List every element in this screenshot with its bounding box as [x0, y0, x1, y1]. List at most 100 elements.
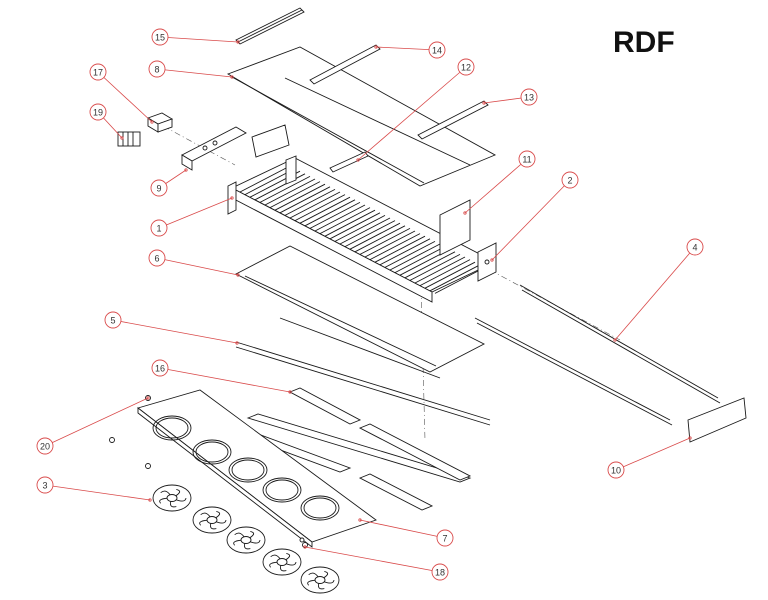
fan-opening-inner [231, 459, 265, 481]
diagram-title: RDF [613, 26, 675, 59]
coil-fin [429, 264, 481, 292]
part-16-brackets [246, 387, 472, 511]
coil-fin [369, 233, 421, 260]
leader-dot [288, 390, 292, 394]
coil-fin [344, 220, 396, 247]
callout-label: 9 [156, 184, 161, 194]
part-10-end-cover [687, 397, 747, 443]
leader-line [615, 437, 691, 471]
callout-label: 13 [524, 93, 534, 103]
callout-10: 10 [607, 436, 692, 479]
callout-15: 15 [151, 28, 240, 46]
coil-fin [329, 212, 381, 240]
coil-fin [314, 204, 366, 232]
callout-9: 9 [150, 168, 188, 197]
callout-balloon [89, 103, 107, 121]
leader-line [44, 397, 149, 447]
callout-balloon [89, 63, 107, 81]
fan-opening [192, 439, 232, 465]
coil-fin [424, 261, 476, 289]
coil-fin [324, 209, 376, 237]
callout-label: 20 [40, 442, 50, 452]
leader-dot [490, 258, 494, 262]
fan-unit [192, 506, 232, 534]
callout-balloon [151, 359, 169, 377]
leader-line [158, 197, 233, 229]
leader-dot [146, 396, 150, 400]
leader-dot [303, 545, 307, 549]
part-13-rail [417, 100, 489, 140]
fan-unit [262, 548, 302, 576]
fan-unit [226, 526, 266, 554]
callout-balloon [150, 179, 168, 197]
coil-fin [374, 235, 426, 263]
callout-label: 18 [435, 568, 445, 578]
fan-opening [152, 415, 192, 441]
leader-line [156, 68, 233, 78]
coil-fin [294, 194, 346, 221]
coil-fin [264, 178, 316, 206]
fan-unit [152, 484, 192, 512]
callout-label: 7 [442, 534, 447, 544]
callout-16: 16 [151, 359, 292, 394]
callout-8: 8 [148, 60, 234, 79]
leader-dot [184, 168, 188, 172]
leader-dot [120, 136, 124, 140]
fan-opening [262, 477, 302, 503]
coil-fin [309, 202, 361, 229]
callout-1: 1 [150, 196, 234, 237]
callout-11: 11 [463, 150, 536, 215]
leader-line [614, 246, 696, 341]
leader-line [304, 546, 441, 573]
coil-fin [279, 186, 331, 214]
leader-dot [613, 338, 617, 342]
coil-fin [289, 191, 341, 219]
part-3-fans [152, 484, 340, 594]
callout-6: 6 [148, 249, 240, 277]
part-4-rods [474, 284, 721, 426]
coil-fin [379, 238, 431, 266]
coil-fin [404, 251, 456, 279]
callout-7: 7 [358, 518, 454, 547]
fan-opening-inner [155, 417, 189, 439]
callout-20: 20 [36, 396, 150, 455]
coil-fin [354, 225, 406, 253]
leader-dot [374, 45, 378, 49]
callout-14: 14 [374, 41, 446, 59]
callout-13: 13 [482, 88, 538, 106]
coil-fin [299, 196, 351, 224]
part-17-box [146, 112, 174, 133]
part-5-rods [235, 317, 491, 426]
coil-fin [394, 246, 446, 273]
leader-line [44, 484, 151, 501]
leader-dot [356, 158, 360, 162]
callout-19: 19 [89, 103, 124, 140]
callout-balloon [518, 150, 536, 168]
callout-label: 16 [155, 364, 165, 374]
part-9-control-panel [181, 124, 290, 171]
coil-fin [364, 230, 416, 258]
coil-fin [339, 217, 391, 245]
leader-line [97, 71, 153, 123]
callout-label: 11 [522, 155, 531, 165]
coil-fin [269, 181, 321, 208]
leader-dot [235, 341, 239, 345]
callout-balloon [457, 58, 475, 76]
callout-balloon [150, 219, 168, 237]
coil-fin [389, 243, 441, 271]
part-15-rail [235, 7, 305, 45]
callout-12: 12 [356, 58, 475, 162]
callout-label: 17 [93, 68, 103, 78]
leader-line [357, 66, 467, 161]
part-2-end-plate [477, 242, 497, 282]
leader-dot [150, 120, 154, 124]
part-7-fan-plate [137, 389, 377, 548]
leader-line [464, 158, 528, 214]
callout-balloon [36, 437, 54, 455]
leader-dot [230, 196, 234, 200]
callout-balloon [104, 311, 122, 329]
callout-label: 5 [110, 316, 115, 326]
callout-3: 3 [36, 476, 152, 502]
